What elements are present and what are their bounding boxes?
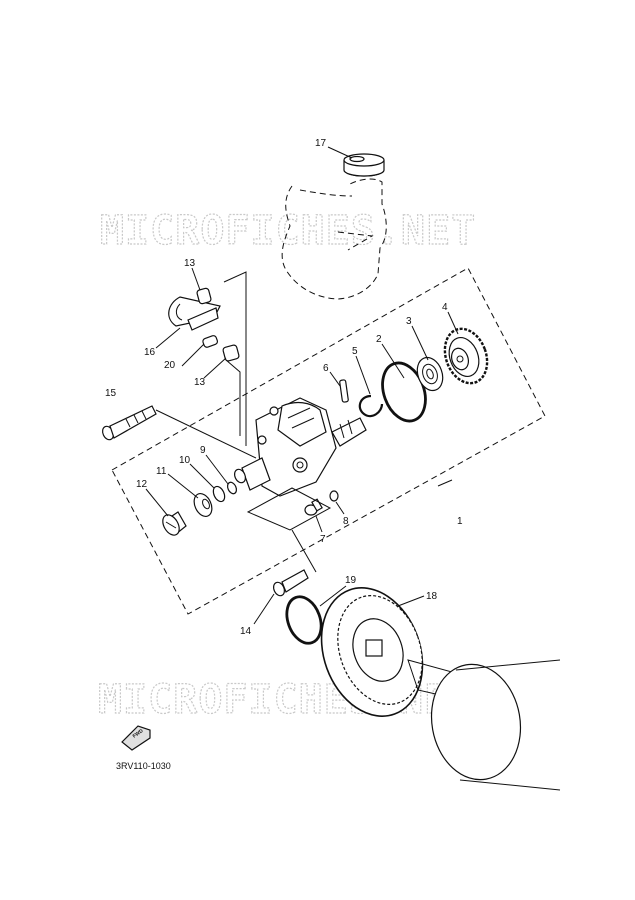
part-10-washer [212,485,226,503]
callout-12: 12 [136,479,148,490]
callout-5: 5 [352,346,358,357]
part-14-bolt [272,569,309,597]
leader-bracket-13 [223,271,247,446]
part-11-nut [193,493,213,517]
callout-18: 18 [426,591,438,602]
callout-4: 4 [442,302,448,313]
part-6-pin [339,379,349,403]
part-18-crank-plate [320,587,561,791]
part-16-hose [168,296,221,331]
callout-19: 19 [345,575,357,586]
callout-6: 6 [323,363,329,374]
part-8-washer [329,490,339,502]
callout-2: 2 [376,334,382,345]
callout-16: 16 [144,347,156,358]
callout-11: 11 [156,466,167,477]
callout-13-top: 13 [184,258,196,269]
part-17-oil-tank [281,178,387,300]
part-7-bolt [304,498,323,516]
part-5-circlip [358,394,384,418]
leader-14 [291,529,317,573]
fwd-arrow-icon: FWD [121,725,151,751]
part-17-cap [343,153,385,177]
diagram-code: 3RV110-1030 [116,761,171,771]
callout-10: 10 [179,455,191,466]
part-19-o-ring [285,595,323,645]
callout-15: 15 [105,388,117,399]
part-20-joint [202,335,219,348]
callout-1: 1 [457,516,463,527]
callout-20: 20 [164,360,176,371]
part-15-bolt [101,405,157,441]
part-13-clip-top [196,287,212,305]
leader-15 [155,409,257,459]
leader-hose-13b [225,359,241,436]
callout-17: 17 [315,138,327,149]
callout-8: 8 [343,516,349,527]
part-9-washer [226,481,238,495]
callout-13-bottom: 13 [194,377,206,388]
leader-assembly-group [246,487,332,531]
part-12-plug-bolt [162,511,187,536]
callout-14: 14 [240,626,252,637]
callout-7: 7 [320,534,326,545]
part-4-gear [443,327,489,385]
callout-9: 9 [200,445,206,456]
callout-3: 3 [406,316,412,327]
leader-lines [145,146,459,625]
part-1-oil-pump [233,397,367,497]
fwd-badge-text: FWD [132,728,145,740]
assembly-box-1 [111,267,546,615]
part-13-clip-bottom [222,344,240,362]
watermark-top: MICROFICHES.NET [100,208,476,254]
part-3-bearing [416,356,444,392]
